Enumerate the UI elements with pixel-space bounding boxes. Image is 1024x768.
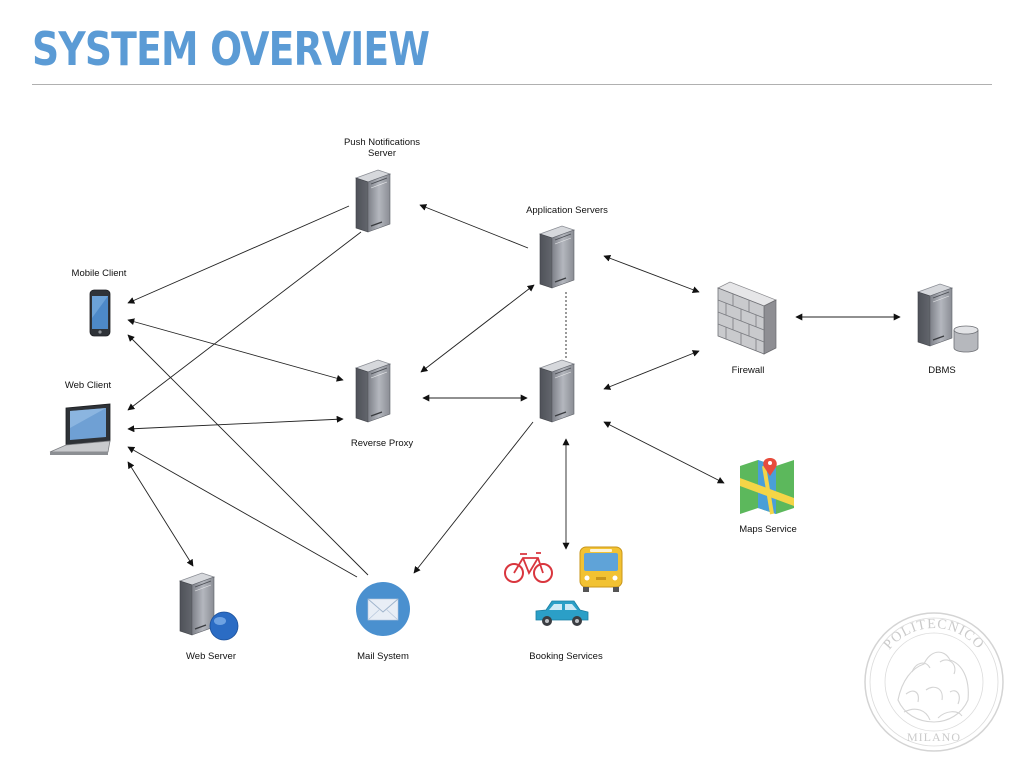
- web-client-node: Web Client: [49, 380, 112, 455]
- map-icon: [740, 458, 794, 515]
- web-client-label: Web Client: [65, 380, 112, 391]
- server-icon: [539, 225, 575, 289]
- edge-webclient-proxy: [127, 415, 344, 433]
- politecnico-seal-icon: POLITECNICO MILANO: [864, 612, 1004, 752]
- mail-system-node: Mail System: [356, 582, 410, 662]
- edge-backend-firewall: [603, 350, 700, 390]
- edge-mail-to-webclient: [127, 446, 358, 578]
- reverse-proxy-label: Reverse Proxy: [351, 438, 414, 449]
- server-icon: [355, 169, 391, 233]
- firewall-node: Firewall: [717, 281, 777, 376]
- firewall-label: Firewall: [732, 365, 765, 376]
- edge-push-to-webclient: [127, 231, 362, 411]
- bus-icon: [579, 546, 623, 592]
- slide-title: SYSTEM OVERVIEW: [32, 22, 430, 76]
- edge-proxy-app: [420, 284, 535, 373]
- edge-mobile-proxy: [127, 318, 344, 382]
- mobile-client-label: Mobile Client: [72, 268, 127, 279]
- car-icon: [535, 600, 589, 626]
- smartphone-icon: [89, 289, 111, 337]
- edge-push-to-mobile: [127, 205, 350, 304]
- edge-app-to-push: [419, 204, 529, 249]
- push-notifications-server-node: Push Notifications Server: [344, 137, 420, 233]
- web-server-icon: [179, 572, 215, 636]
- push-server-label-line2: Server: [368, 148, 396, 159]
- laptop-icon: [49, 403, 111, 455]
- globe-icon: [209, 611, 239, 641]
- web-server-node: Web Server: [179, 572, 239, 662]
- server-icon: [539, 359, 575, 423]
- reverse-proxy-node: Reverse Proxy: [351, 359, 414, 449]
- dbms-node: DBMS: [917, 283, 979, 376]
- seal-text-bottom: MILANO: [907, 730, 961, 744]
- mail-system-label: Mail System: [357, 651, 409, 662]
- dbms-label: DBMS: [928, 365, 955, 376]
- seal-text-top: POLITECNICO: [881, 617, 987, 653]
- edge-backend-to-mail: [413, 421, 534, 574]
- booking-services-node: Booking Services: [504, 546, 623, 662]
- edges: [127, 204, 901, 578]
- application-servers-label: Application Servers: [526, 205, 608, 216]
- bicycle-icon: [504, 552, 553, 583]
- push-server-label: Push Notifications: [344, 137, 420, 148]
- edge-app-firewall: [603, 254, 700, 294]
- application-servers-node: Application Servers: [526, 205, 608, 423]
- database-server-icon: [917, 283, 953, 347]
- edge-mail-to-mobile: [127, 334, 369, 576]
- database-cylinder-icon: [953, 325, 979, 353]
- maps-service-node: Maps Service: [739, 458, 797, 535]
- edge-webclient-webserver: [127, 461, 194, 567]
- server-icon: [355, 359, 391, 423]
- maps-service-label: Maps Service: [739, 524, 797, 535]
- booking-services-label: Booking Services: [529, 651, 603, 662]
- firewall-icon: [717, 281, 777, 355]
- title-divider: [32, 84, 992, 85]
- mobile-client-node: Mobile Client: [72, 268, 127, 337]
- edge-backend-maps: [603, 421, 725, 484]
- web-server-label: Web Server: [186, 651, 236, 662]
- envelope-icon: [356, 582, 410, 636]
